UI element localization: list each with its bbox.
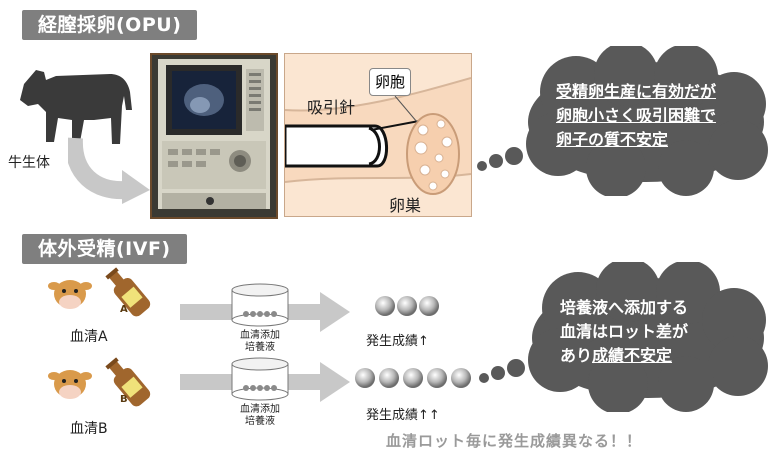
serum-a-label: 血清A — [70, 329, 108, 345]
medium-label-a: 血清添加 培養液 — [230, 330, 290, 354]
cow-head-icon-b — [48, 362, 92, 399]
opu-cloud-line-1: 受精卵生産に有効だが — [556, 82, 717, 101]
embryos-b-icon — [355, 368, 471, 388]
ivf-section-title: 体外受精(IVF) — [22, 234, 187, 264]
ovary-label: 卵巣 — [389, 196, 422, 215]
medium-label-a-line2: 培養液 — [245, 342, 275, 353]
opu-cloud-line-2: 卵胞小さく吸引困難で — [556, 106, 717, 125]
medium-label-b-line2: 培養液 — [245, 416, 275, 427]
curved-arrow-icon — [68, 137, 150, 204]
ivf-cloud-line-2: 血清はロット差が — [560, 322, 689, 341]
opu-thought-cloud — [526, 46, 768, 196]
culture-dish-icon-a — [231, 283, 289, 327]
cow-head-icon-a — [48, 272, 92, 309]
follicle-label: 卵胞 — [369, 68, 411, 96]
opu-cloud-line-3: 卵子の質不安定 — [556, 130, 669, 149]
opu-diagram: 卵胞 吸引針 卵巣 — [284, 53, 472, 217]
opu-section-title: 経膣採卵(OPU) — [22, 10, 198, 40]
result-b: 発生成績↑↑ — [366, 408, 440, 423]
serum-bottle-icon-b — [105, 357, 151, 407]
ivf-cloud-line-1: 培養液へ添加する — [560, 298, 689, 317]
thought-dots-ivf — [479, 359, 525, 383]
bottom-note: 血清ロット毎に発生成績異なる！！ — [386, 432, 643, 450]
bottle-letter-a: A — [120, 304, 128, 315]
medium-label-b-line1: 血清添加 — [240, 404, 280, 415]
ivf-thought-cloud — [528, 262, 768, 412]
embryos-a-icon — [375, 296, 439, 316]
culture-dish-icon-b — [231, 357, 289, 401]
medium-label-b: 血清添加 培養液 — [230, 404, 290, 428]
cow-icon — [20, 70, 132, 144]
thought-dots-opu — [477, 147, 523, 171]
needle-label: 吸引針 — [307, 98, 356, 117]
ivf-cloud-line-3-underlined: 成績不安定 — [592, 346, 673, 365]
serum-bottle-icon-a — [105, 267, 151, 317]
ivf-cloud-line-3: あり成績不安定 — [560, 344, 688, 368]
serum-b-label: 血清B — [70, 421, 108, 437]
bottle-letter-b: B — [120, 394, 128, 405]
ultrasound-machine-photo — [150, 53, 278, 219]
opu-cloud-text: 受精卵生産に有効だが 卵胞小さく吸引困難で 卵子の質不安定 — [556, 80, 716, 152]
cow-label: 牛生体 — [8, 155, 50, 171]
medium-label-a-line1: 血清添加 — [240, 330, 280, 341]
result-a: 発生成績↑ — [366, 334, 429, 349]
ivf-cloud-text: 培養液へ添加する 血清はロット差が あり成績不安定 — [560, 296, 688, 368]
ivf-cloud-line-3-prefix: あり — [560, 346, 593, 365]
